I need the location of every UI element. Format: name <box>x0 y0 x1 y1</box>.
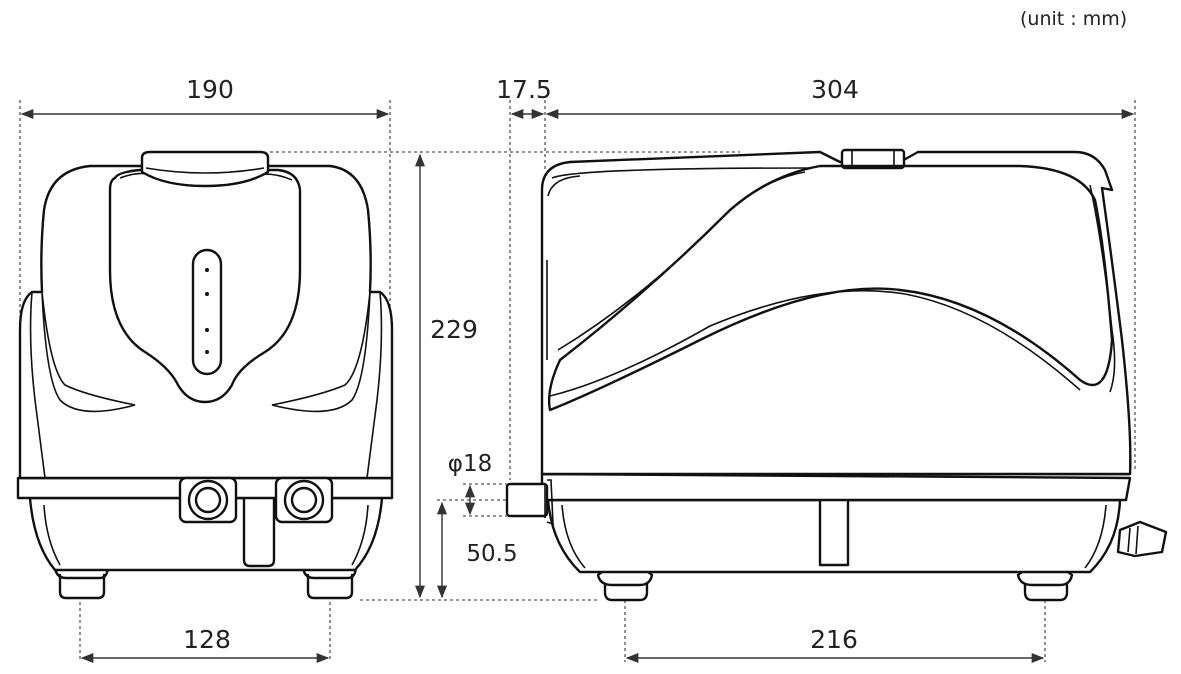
dim-height: 229 <box>430 315 478 344</box>
unit-label: (unit : mm) <box>1020 8 1128 30</box>
front-view <box>16 100 394 662</box>
dim-front-width: 190 <box>186 75 234 104</box>
dim-side-length: 304 <box>811 75 859 104</box>
dim-port-diameter: φ18 <box>448 451 492 477</box>
dim-front-foot-spacing: 128 <box>183 625 231 654</box>
dim-side-foot-spacing: 216 <box>810 625 858 654</box>
dim-connector-length: 17.5 <box>496 75 552 104</box>
dim-port-height: 50.5 <box>466 541 517 567</box>
dimension-lines <box>20 108 1135 664</box>
side-view <box>505 100 1168 662</box>
dimension-labels: 190 128 17.5 304 216 229 φ18 50.5 <box>183 75 859 654</box>
